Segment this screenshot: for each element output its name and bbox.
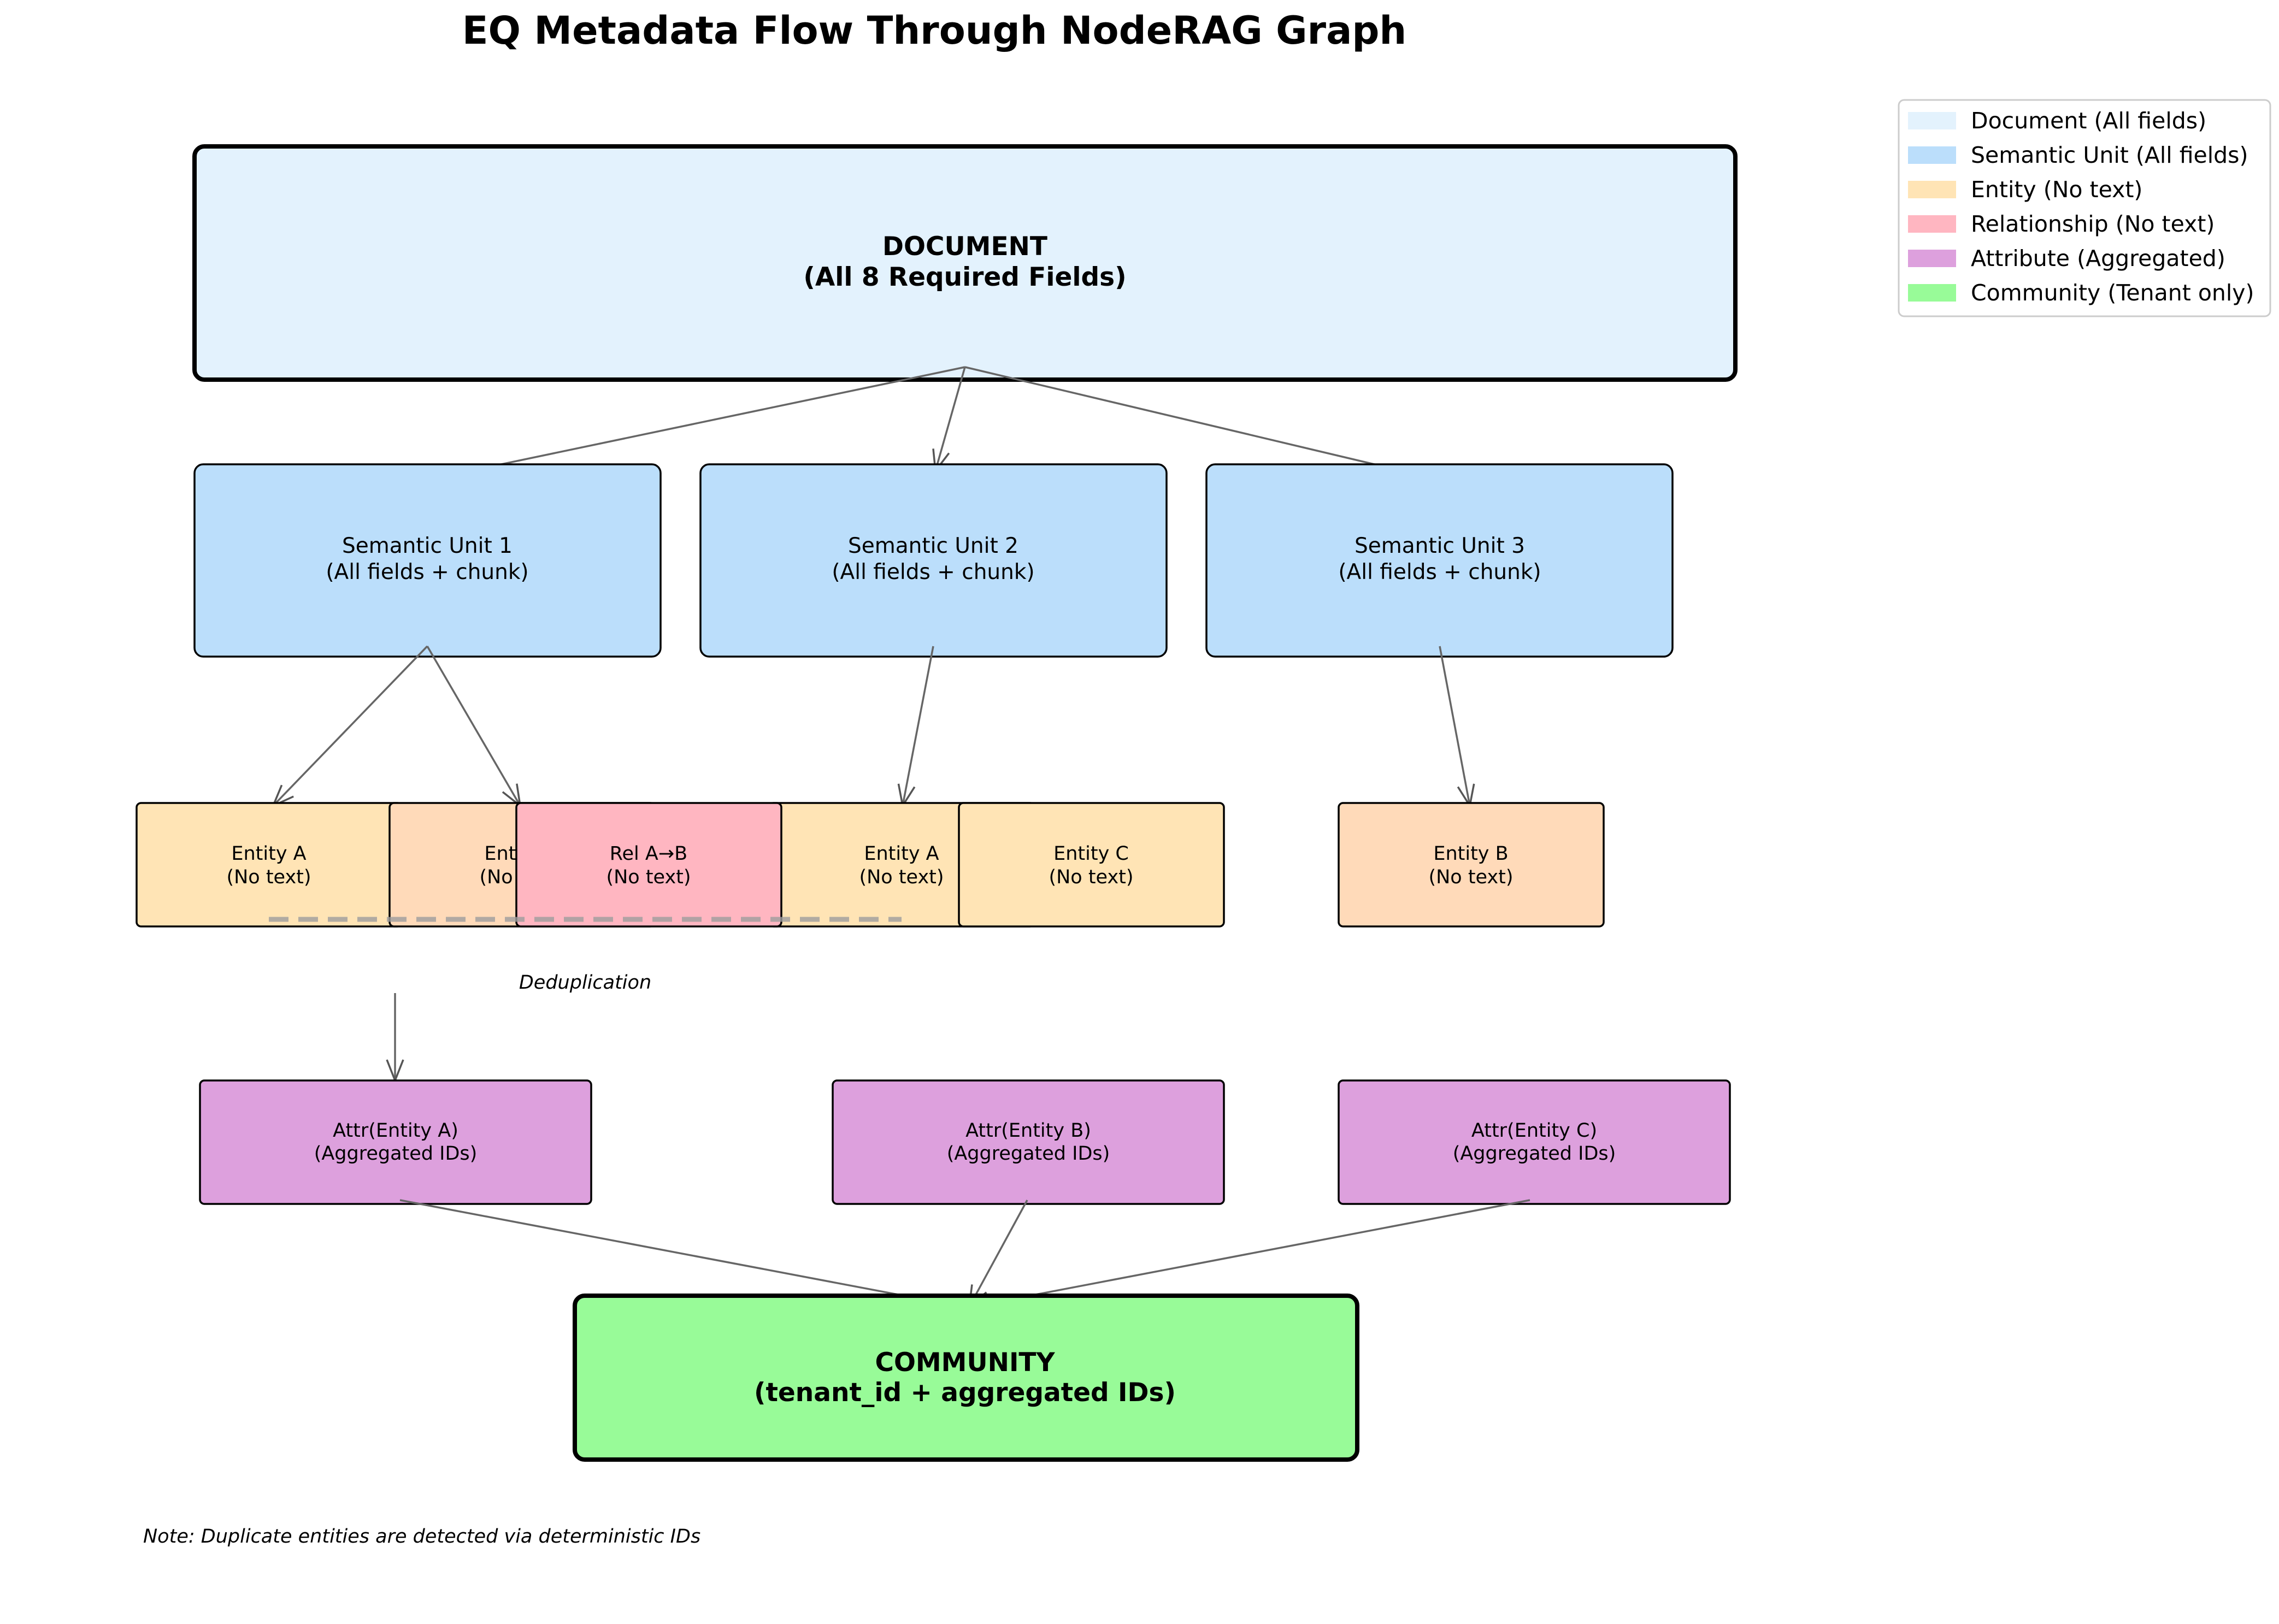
community-title: COMMUNITY — [875, 1348, 1055, 1378]
entity-label: Entity A — [864, 843, 939, 865]
document-node: DOCUMENT (All 8 Required Fields) — [192, 144, 1738, 382]
arrow-su3-to-entity-b — [1439, 646, 1470, 806]
legend-label: Entity (No text) — [1971, 176, 2142, 203]
arrow-su1-to-entity-a — [273, 645, 428, 806]
attribute-subtitle: (Aggregated IDs) — [947, 1143, 1110, 1165]
entity-subtitle: (No text) — [1428, 866, 1513, 888]
arrow-attr-a-to-community — [399, 1199, 962, 1307]
document-box — [192, 144, 1738, 382]
legend-label: Relationship (No text) — [1971, 211, 2215, 237]
attribute-subtitle: (Aggregated IDs) — [314, 1143, 478, 1165]
deduplication-label: Deduplication — [519, 972, 651, 994]
legend-label: Attribute (Aggregated) — [1971, 245, 2225, 271]
legend-swatch — [1908, 146, 1956, 164]
semantic-unit-subtitle: (All fields + chunk) — [1338, 560, 1541, 584]
semantic-unit-title: Semantic Unit 1 — [342, 534, 513, 558]
legend: Document (All fields) Semantic Unit (All … — [1898, 99, 2271, 317]
entity-b-duplicate-node: Entity B (No text) — [1338, 802, 1605, 928]
attribute-subtitle: (Aggregated IDs) — [1453, 1143, 1616, 1165]
legend-swatch — [1908, 215, 1956, 233]
entity-box — [1338, 802, 1605, 928]
document-subtitle: (All 8 Required Fields) — [803, 262, 1126, 292]
attribute-c-node: Attr(Entity C) (Aggregated IDs) — [1338, 1079, 1731, 1205]
community-box — [573, 1294, 1359, 1462]
attribute-a-node: Attr(Entity A) (Aggregated IDs) — [199, 1079, 592, 1205]
arrow-doc-to-su1 — [433, 366, 965, 479]
attribute-b-node: Attr(Entity B) (Aggregated IDs) — [832, 1079, 1225, 1205]
arrow-su2-to-entity-a — [903, 646, 934, 806]
relationship-a-b-node: Rel A→B (No text) — [515, 802, 782, 928]
attribute-label: Attr(Entity C) — [1471, 1120, 1597, 1142]
entity-subtitle: (No text) — [1049, 866, 1133, 888]
semantic-unit-3: Semantic Unit 3 (All fields + chunk) — [1205, 463, 1674, 658]
arrow-attr-c-to-community — [973, 1199, 1530, 1307]
attribute-box — [1338, 1079, 1731, 1205]
attribute-box — [832, 1079, 1225, 1205]
legend-label: Community (Tenant only) — [1971, 280, 2254, 306]
attribute-label: Attr(Entity B) — [965, 1120, 1091, 1142]
entity-box — [958, 802, 1225, 928]
footnote: Note: Duplicate entities are detected vi… — [143, 1526, 700, 1548]
semantic-unit-title: Semantic Unit 2 — [848, 534, 1018, 558]
entity-c-node: Entity C (No text) — [958, 802, 1225, 928]
entity-a-node: Entity A (No text) — [136, 802, 403, 928]
legend-swatch — [1908, 250, 1956, 267]
relationship-label: Rel A→B — [610, 843, 687, 865]
arrow-doc-to-su2 — [935, 367, 966, 471]
entity-subtitle: (No text) — [859, 866, 944, 888]
semantic-unit-2: Semantic Unit 2 (All fields + chunk) — [699, 463, 1168, 658]
community-subtitle: (tenant_id + aggregated IDs) — [754, 1378, 1176, 1408]
relationship-subtitle: (No text) — [606, 866, 691, 888]
legend-swatch — [1908, 181, 1956, 198]
arrow-su1-to-entity-b — [426, 646, 520, 806]
attribute-box — [199, 1079, 592, 1205]
diagram-title: EQ Metadata Flow Through NodeRAG Graph — [462, 8, 1407, 53]
relationship-box — [515, 802, 782, 928]
document-title: DOCUMENT — [882, 232, 1047, 262]
arrow-doc-to-su3 — [964, 366, 1434, 479]
legend-frame — [1898, 99, 2271, 317]
legend-swatch — [1908, 284, 1956, 302]
legend-items: Document (All fields) Semantic Unit (All … — [1908, 108, 2254, 306]
semantic-unit-subtitle: (All fields + chunk) — [832, 560, 1034, 584]
entity-label: Entity A — [231, 843, 306, 865]
entity-box — [136, 802, 403, 928]
arrow-attr-b-to-community — [969, 1200, 1028, 1307]
legend-label: Semantic Unit (All fields) — [1971, 142, 2248, 168]
semantic-unit-title: Semantic Unit 3 — [1355, 534, 1525, 558]
semantic-unit-box — [1205, 463, 1674, 658]
entity-label: Entity B — [1433, 843, 1508, 865]
legend-swatch — [1908, 112, 1956, 129]
semantic-unit-box — [193, 463, 662, 658]
entity-label: Entity C — [1053, 843, 1129, 865]
legend-label: Document (All fields) — [1971, 108, 2206, 134]
attribute-label: Attr(Entity A) — [333, 1120, 458, 1142]
community-node: COMMUNITY (tenant_id + aggregated IDs) — [573, 1294, 1359, 1462]
semantic-unit-subtitle: (All fields + chunk) — [326, 560, 528, 584]
semantic-unit-1: Semantic Unit 1 (All fields + chunk) — [193, 463, 662, 658]
semantic-unit-box — [699, 463, 1168, 658]
entity-subtitle: (No text) — [226, 866, 311, 888]
